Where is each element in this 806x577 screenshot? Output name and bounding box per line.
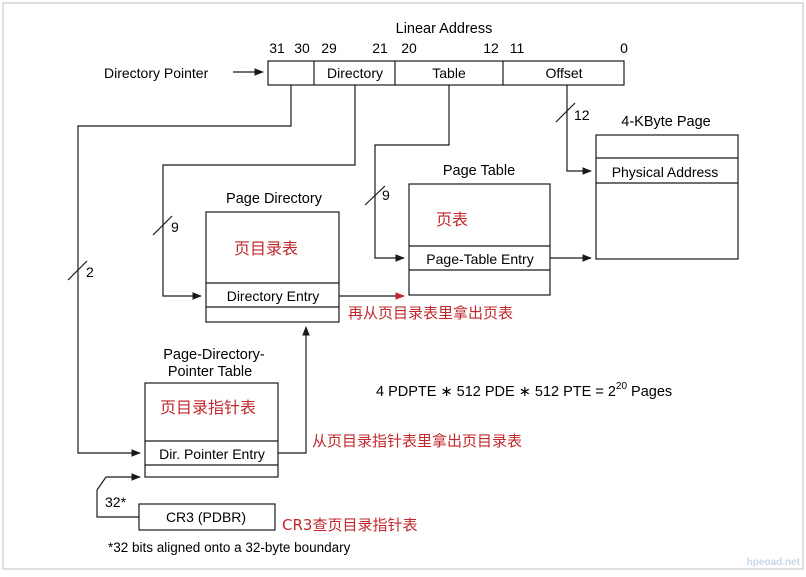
formula-suffix: Pages xyxy=(627,384,672,400)
page-table-box xyxy=(408,183,551,296)
bit-label-30: 30 xyxy=(294,40,310,56)
pdpt-cn-note: 从页目录指针表里拿出页目录表 xyxy=(312,432,522,450)
field-directory: Directory xyxy=(327,65,383,81)
page-directory-box xyxy=(205,211,340,323)
formula-exponent: 20 xyxy=(616,381,628,392)
directory-entry: Directory Entry xyxy=(227,288,320,304)
cr3-arrow xyxy=(96,473,141,518)
cr3-cn-note: CR3查页目录指针表 xyxy=(282,516,417,534)
bit-label-21: 21 xyxy=(372,40,388,56)
directory-width: 9 xyxy=(171,219,179,235)
linear-address-register xyxy=(267,60,625,86)
bit-label-0: 0 xyxy=(620,40,628,56)
formula-text: 4 PDPTE ∗ 512 PDE ∗ 512 PTE = 2 xyxy=(376,384,616,400)
bit-label-12: 12 xyxy=(483,40,499,56)
table-width: 9 xyxy=(382,187,390,203)
page-title: 4-KByte Page xyxy=(621,114,710,130)
field-offset: Offset xyxy=(545,65,582,81)
table-arrow xyxy=(374,85,450,262)
cr3-label: CR3 (PDBR) xyxy=(166,509,246,525)
offset-arrow xyxy=(566,85,592,175)
directory-pointer-label: Directory Pointer xyxy=(104,65,209,81)
table-width-slash xyxy=(364,185,386,206)
pointer-width: 2 xyxy=(86,264,94,280)
pdpte-to-directory-arrow xyxy=(278,326,310,454)
page-table-cn-label: 页表 xyxy=(436,210,468,229)
field-table: Table xyxy=(432,65,466,81)
pointer-width-slash xyxy=(67,260,88,281)
directory-width-slash xyxy=(152,215,173,236)
physical-address-entry: Physical Address xyxy=(612,164,719,180)
formula: 4 PDPTE ∗ 512 PDE ∗ 512 PTE = 220 Pages xyxy=(376,381,672,400)
cr3-width: 32* xyxy=(105,494,127,510)
page-box xyxy=(595,134,739,260)
page-directory-cn-note: 再从页目录表里拿出页表 xyxy=(348,304,513,322)
pdpt-cn-label: 页目录指针表 xyxy=(160,398,256,417)
page-table-title: Page Table xyxy=(443,163,515,179)
page-directory-title: Page Directory xyxy=(226,191,323,207)
page-table-entry: Page-Table Entry xyxy=(426,251,533,267)
pdpt-title-line2: Pointer Table xyxy=(168,364,252,380)
offset-width-slash xyxy=(555,102,576,123)
bit-label-20: 20 xyxy=(401,40,417,56)
footnote: *32 bits aligned onto a 32-byte boundary xyxy=(108,540,351,555)
watermark: hpeoad.net xyxy=(747,557,801,568)
bit-label-11: 11 xyxy=(510,40,525,56)
pointer-arrow xyxy=(77,85,292,457)
offset-width: 12 xyxy=(574,107,590,123)
page-directory-cn-label: 页目录表 xyxy=(234,239,298,258)
pdpt-title-line1: Page-Directory- xyxy=(163,347,265,363)
linear-address-title: Linear Address xyxy=(396,21,493,37)
outer-border xyxy=(2,2,804,570)
pdpt-box xyxy=(144,382,279,478)
bit-label-29: 29 xyxy=(321,40,337,56)
dir-pointer-entry: Dir. Pointer Entry xyxy=(159,446,265,462)
bit-label-31: 31 xyxy=(269,40,285,56)
cr3-register xyxy=(138,503,276,531)
directory-arrow xyxy=(162,85,356,300)
